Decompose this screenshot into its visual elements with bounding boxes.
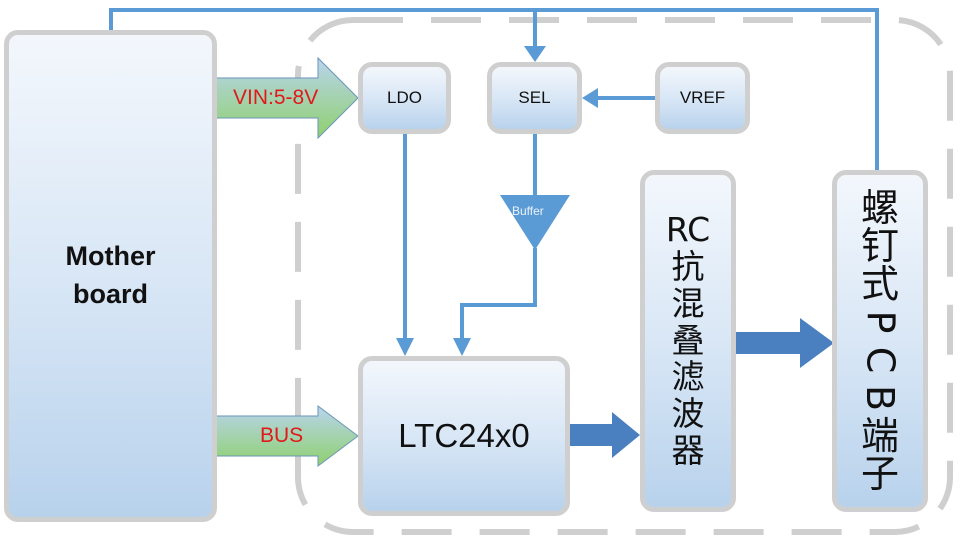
line-buffer-ltc (460, 248, 537, 340)
sel-block: SEL (487, 62, 582, 134)
bus-arrow (215, 405, 359, 467)
vref-block: VREF (655, 62, 750, 134)
rc-char: 混 (671, 283, 705, 323)
terminal-block: 螺 钉 式 P C B 端 子 (832, 170, 928, 512)
rc-char: 波 (671, 394, 705, 434)
buffer-label: Buffer (512, 204, 544, 218)
vin-label: VIN:5-8V (233, 86, 319, 109)
sel-label: SEL (518, 88, 551, 107)
terminal-char: 螺 (860, 186, 899, 230)
motherboard-label-line2: board (72, 279, 148, 309)
motherboard-block: Mother board (4, 30, 217, 522)
ldo-block: LDO (358, 62, 451, 134)
module-boundary (295, 17, 953, 535)
ldo-label: LDO (387, 88, 422, 107)
arrow-rc-terminal (734, 318, 834, 368)
terminal-char: 式 (860, 262, 899, 306)
ltc-block: LTC24x0 (358, 356, 570, 516)
vin-arrow (215, 56, 359, 140)
vref-label: VREF (679, 88, 726, 107)
rc-char: 抗 (671, 246, 705, 286)
terminal-char: C (857, 346, 902, 374)
terminal-char: 端 (860, 414, 899, 458)
terminal-char: 钉 (860, 224, 899, 268)
arrow-into-sel (524, 46, 546, 62)
rc-char: 滤 (671, 357, 705, 397)
terminal-char: P (857, 310, 902, 334)
rc-filter-block: RC 抗 混 叠 滤 波 器 (640, 170, 736, 512)
rc-char: RC (665, 209, 711, 249)
bus-label: BUS (260, 424, 304, 447)
terminal-char: 子 (860, 452, 899, 496)
arrow-into-ltc-1 (396, 338, 414, 356)
rc-char: 器 (671, 431, 705, 471)
arrow-into-sel-left (582, 88, 598, 108)
rc-char: 叠 (671, 320, 705, 360)
arrow-into-ltc-2 (453, 338, 471, 356)
motherboard-label-line1: Mother (65, 241, 156, 272)
ltc-label: LTC24x0 (398, 417, 530, 454)
top-connection-line (109, 8, 879, 172)
buffer-triangle (500, 195, 570, 250)
terminal-char: B (857, 384, 902, 412)
arrow-ltc-rc (568, 412, 640, 458)
